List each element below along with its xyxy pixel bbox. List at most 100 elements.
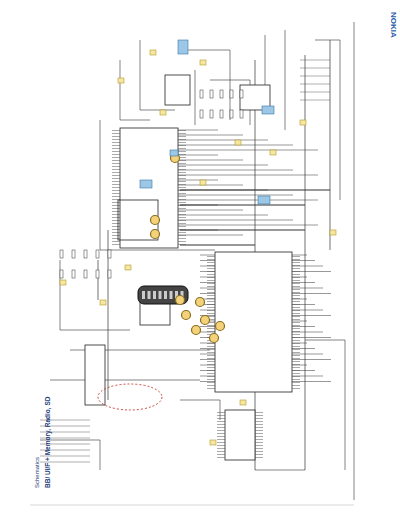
capacitor-symbol: [230, 90, 233, 98]
resistor-symbol: [72, 250, 75, 258]
capacitor-symbol: [240, 110, 243, 118]
wire: [178, 160, 243, 161]
wire: [354, 22, 355, 500]
section-heading: Schematics: [34, 457, 40, 488]
callout-tag: [235, 140, 241, 145]
test-point: [210, 334, 219, 343]
wire: [100, 120, 215, 250]
pin-row: [178, 130, 186, 245]
callout-tag: [240, 400, 246, 405]
wire: [305, 55, 306, 470]
pin-row: [112, 130, 120, 245]
wire: [178, 165, 268, 166]
resistor-symbol: [72, 270, 75, 278]
resistor-symbol: [108, 250, 111, 258]
pin-row: [217, 412, 225, 458]
wire: [180, 204, 305, 205]
test-point: [192, 326, 201, 335]
callout-tag: [125, 265, 131, 270]
wire: [255, 470, 305, 471]
callout-tag: [210, 440, 216, 445]
net-tag: [258, 196, 270, 204]
wire: [178, 170, 293, 171]
connector-contact: [164, 291, 167, 299]
wire: [180, 229, 305, 230]
wire: [300, 68, 330, 69]
capacitor-symbol: [220, 110, 223, 118]
wire: [178, 175, 318, 176]
wire: [60, 260, 130, 330]
connector-contact: [153, 291, 156, 299]
wire: [195, 70, 196, 125]
callout-tag: [150, 50, 156, 55]
wire: [180, 244, 255, 245]
wire: [178, 195, 293, 196]
wire: [98, 260, 99, 300]
resistor-symbol: [60, 250, 63, 258]
wire: [178, 140, 268, 141]
connector-contact: [148, 291, 151, 299]
wire: [178, 135, 243, 136]
callout-tag: [200, 180, 206, 185]
wire: [178, 220, 293, 221]
capacitor-symbol: [220, 90, 223, 98]
callout-tag: [330, 230, 336, 235]
wire: [300, 76, 330, 77]
wire: [315, 40, 340, 200]
page-title: BB/ UI/F + Memory, Radio, SD: [44, 397, 51, 488]
callout-tag: [160, 110, 166, 115]
wire: [300, 100, 330, 101]
wire: [178, 200, 318, 201]
resistor-symbol: [96, 270, 99, 278]
wire: [178, 235, 243, 236]
net-tag: [262, 106, 274, 114]
capacitor-symbol: [210, 110, 213, 118]
resistor-symbol: [60, 270, 63, 278]
test-point: [182, 311, 191, 320]
connector-contact: [142, 291, 145, 299]
wire: [180, 400, 220, 420]
wire: [300, 60, 330, 61]
connector-contact: [159, 291, 162, 299]
callout-tag: [100, 300, 106, 305]
brand-logo: NOKIA: [389, 12, 398, 38]
capacitor-symbol: [230, 110, 233, 118]
capacitor-symbol: [200, 90, 203, 98]
resistor-symbol: [84, 270, 87, 278]
test-point: [201, 316, 210, 325]
test-point: [216, 322, 225, 331]
connector-image: [138, 286, 188, 304]
callout-tag: [300, 120, 306, 125]
connector-symbol: [85, 345, 105, 405]
test-point: [196, 298, 205, 307]
highlight-ellipse: [98, 384, 162, 410]
resistor-symbol: [96, 250, 99, 258]
callout-tag: [60, 280, 66, 285]
callout-tag: [118, 78, 124, 83]
ic-body: [215, 252, 292, 392]
test-point: [176, 296, 185, 305]
callout-tag: [200, 60, 206, 65]
net-tag: [140, 180, 152, 188]
wire: [178, 185, 243, 186]
wire: [178, 150, 318, 151]
resistor-symbol: [108, 270, 111, 278]
connector-contact: [170, 291, 173, 299]
wire: [180, 189, 330, 190]
wire: [330, 40, 331, 250]
wire: [285, 30, 286, 130]
wire: [120, 60, 150, 120]
wire: [50, 380, 200, 381]
wire: [178, 215, 268, 216]
capacitor-symbol: [240, 90, 243, 98]
wire: [300, 84, 330, 85]
wire: [305, 340, 345, 470]
ic-body: [225, 410, 255, 460]
wire: [178, 225, 318, 226]
capacitor-symbol: [200, 110, 203, 118]
capacitor-symbol: [210, 90, 213, 98]
ic-body: [120, 128, 178, 248]
callout-tag: [270, 150, 276, 155]
test-point: [151, 230, 160, 239]
